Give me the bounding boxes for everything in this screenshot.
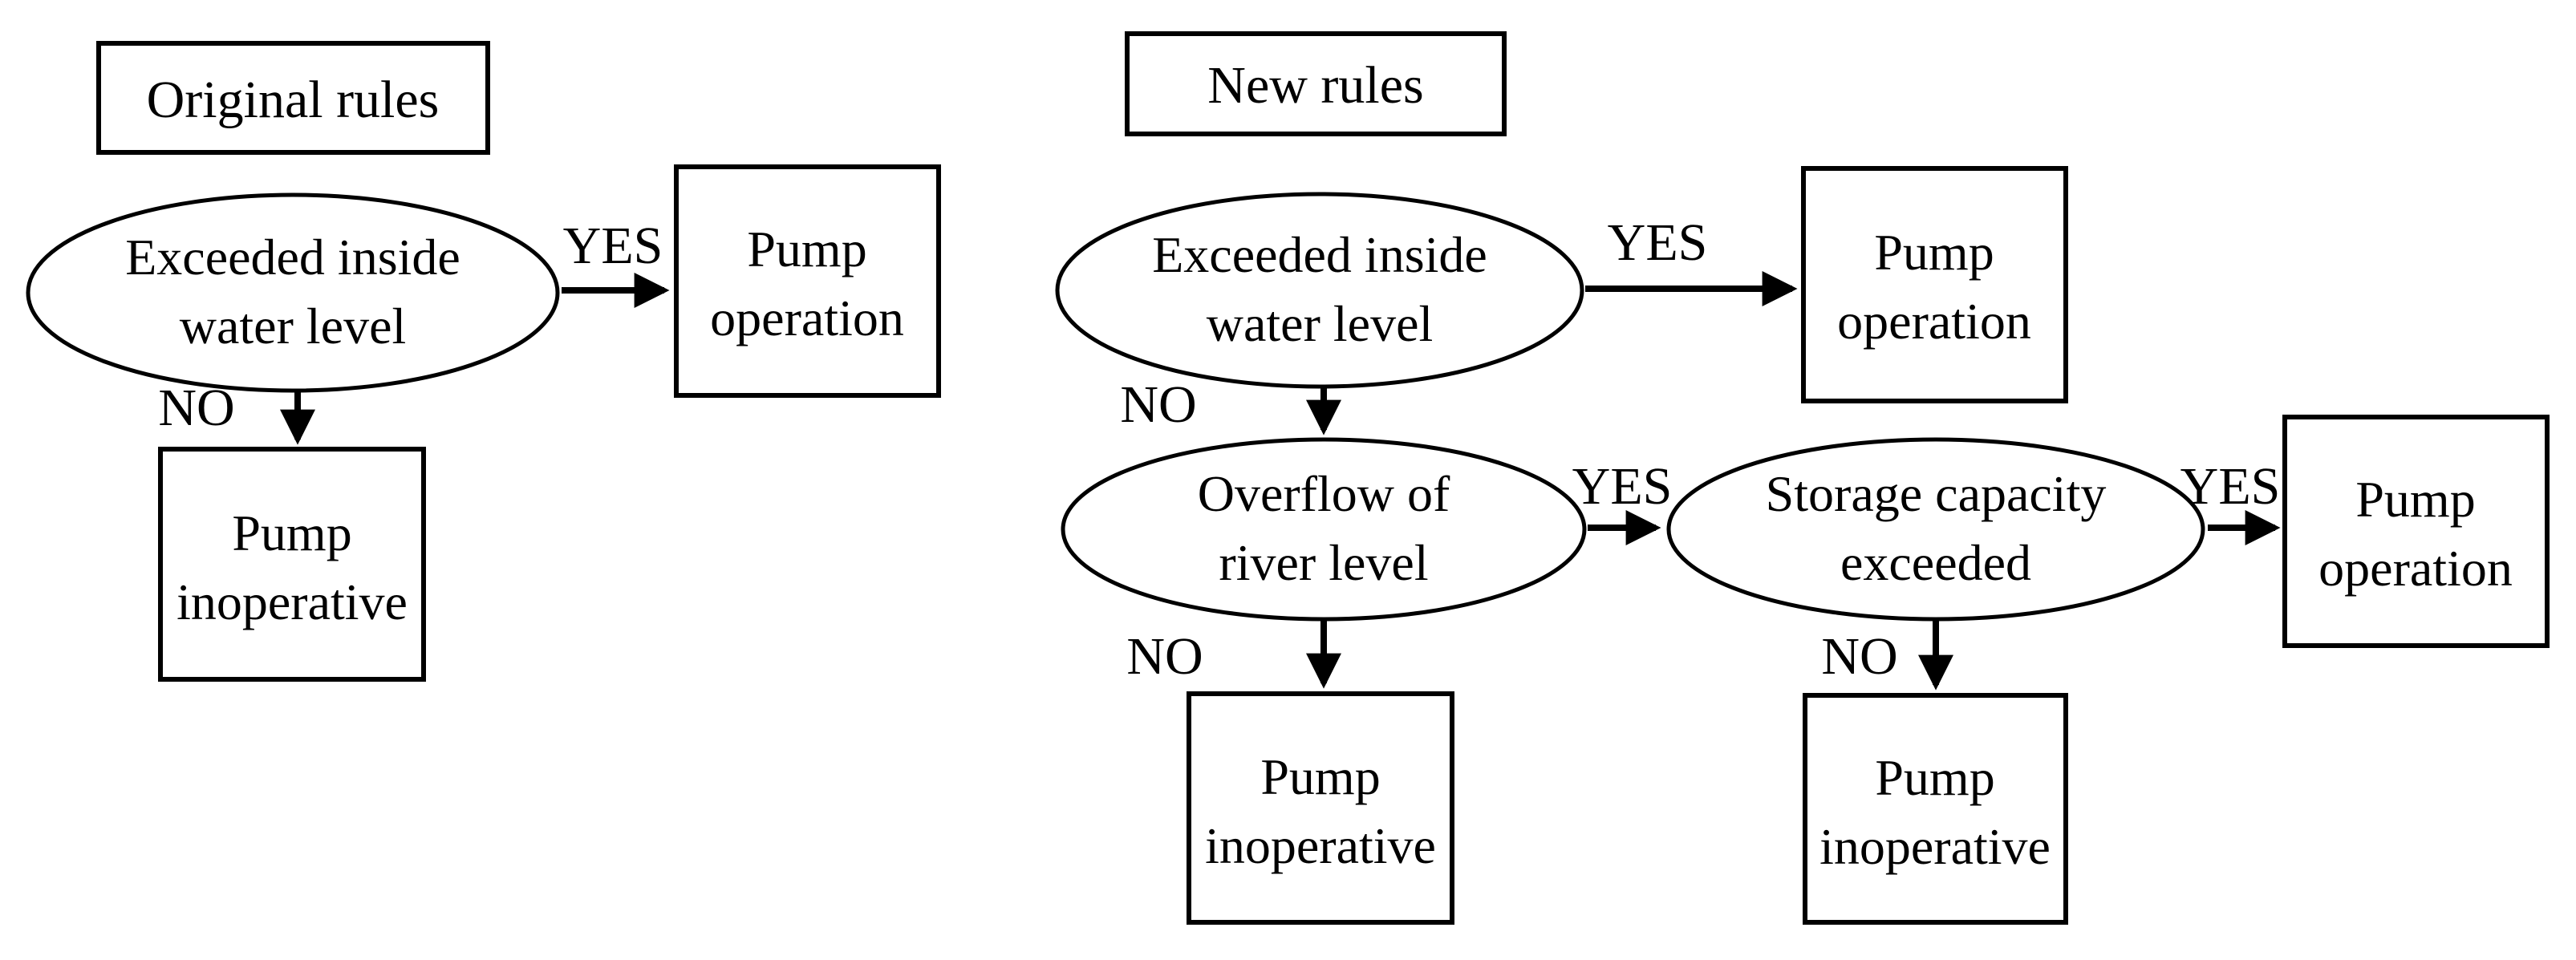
edge-label-no-1: NO xyxy=(1120,375,1196,434)
edge-label-no-3: NO xyxy=(1821,627,1897,686)
edge-label-no: NO xyxy=(158,379,234,437)
decision-inside-water-level-new-line1: Exceeded inside xyxy=(1152,226,1487,283)
pump-inoperative-center-line1: Pump xyxy=(1260,748,1380,805)
decision-river-overflow-line1: Overflow of xyxy=(1198,465,1450,522)
decision-inside-water-level-new-line2: water level xyxy=(1207,295,1434,352)
pump-inoperative-box xyxy=(158,447,426,682)
decision-ellipse-river-overflow xyxy=(1061,437,1587,622)
pump-inoperative-right-line2: inoperative xyxy=(1819,818,2051,875)
decision-ellipse-storage-capacity xyxy=(1666,437,2205,622)
original-rules-flowchart: Original rules Exceeded inside water lev… xyxy=(26,41,941,682)
pump-operation-top-box xyxy=(1801,166,2068,403)
edge-label-yes-2: YES xyxy=(1572,457,1673,516)
new-rules-title-box xyxy=(1125,31,1507,136)
pump-operation-right-line1: Pump xyxy=(2355,471,2475,528)
new-rules-flowchart: New rules Exceeded inside water level YE… xyxy=(1055,31,2550,925)
pump-operation-line1: Pump xyxy=(747,221,866,277)
pump-inoperative-right-box xyxy=(1803,693,2068,925)
edge-label-yes-3: YES xyxy=(2180,457,2281,516)
pump-inoperative-center-box xyxy=(1187,691,1454,925)
pump-inoperative-center-line2: inoperative xyxy=(1205,817,1436,874)
pump-operation-right-line2: operation xyxy=(2318,540,2513,597)
new-rules-title: New rules xyxy=(1207,56,1423,115)
decision-inside-water-level-line2: water level xyxy=(180,298,407,354)
decision-ellipse-inside-water-level-new xyxy=(1055,192,1584,389)
edge-label-no-2: NO xyxy=(1126,627,1203,686)
decision-inside-water-level-line1: Exceeded inside xyxy=(125,229,460,286)
decision-river-overflow-line2: river level xyxy=(1219,534,1428,591)
edge-label-yes: YES xyxy=(563,217,663,275)
edge-label-yes-1: YES xyxy=(1608,213,1708,272)
pump-inoperative-line2: inoperative xyxy=(176,573,408,630)
pump-operation-line2: operation xyxy=(710,290,904,346)
pump-operation-top-line2: operation xyxy=(1837,293,2031,350)
decision-storage-capacity-line1: Storage capacity xyxy=(1766,465,2107,522)
pump-inoperative-right-line1: Pump xyxy=(1875,749,1994,806)
original-rules-title-box xyxy=(96,41,490,155)
decision-storage-capacity-line2: exceeded xyxy=(1840,534,2031,591)
pump-inoperative-line1: Pump xyxy=(232,504,351,561)
decision-ellipse-inside-water-level xyxy=(26,192,560,393)
pump-operation-top-line1: Pump xyxy=(1874,224,1994,281)
original-rules-title: Original rules xyxy=(147,71,440,129)
pump-operation-right-box xyxy=(2282,415,2550,648)
pump-operation-box xyxy=(674,164,941,398)
